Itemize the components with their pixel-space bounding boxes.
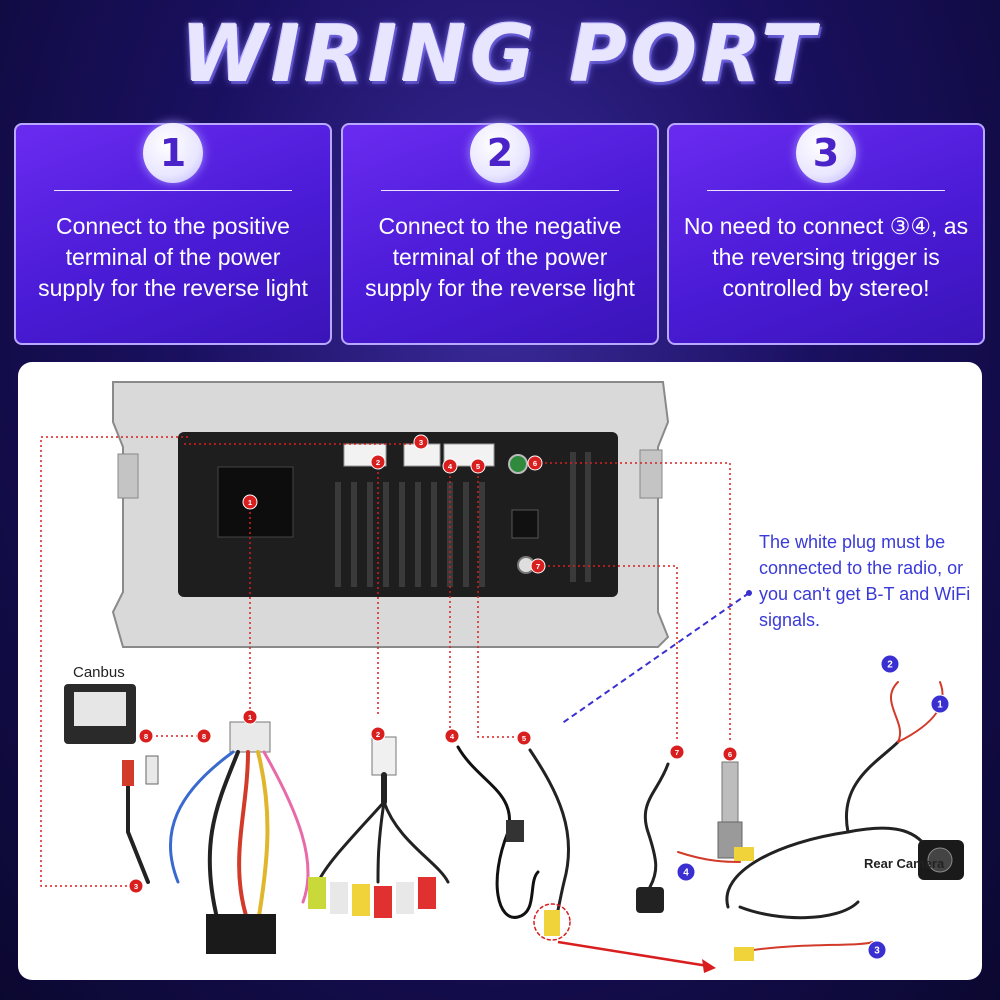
head-unit-chassis [111, 381, 670, 648]
red-marker-8 [196, 728, 212, 744]
red-marker-7 [669, 744, 685, 760]
step-text: Connect to the positive terminal of the … [38, 213, 308, 301]
canbus-label: Canbus [73, 664, 125, 681]
red-marker-2 [370, 726, 386, 742]
red-marker-3-label: 3 [419, 438, 423, 447]
step-text: Connect to the negative terminal of the … [365, 213, 635, 301]
note-pointer-dot [746, 590, 752, 596]
red-marker-5 [470, 458, 486, 474]
wiring-diagram: 1 1 2 2 3 3 4 4 5 5 6 6 7 7 8 8 1 2 3 4 [40, 381, 964, 973]
red-marker-1-label: 1 [248, 713, 253, 722]
divider [707, 190, 945, 191]
blue-marker-group: 1 2 3 4 [676, 654, 950, 960]
red-marker-2-label: 2 [376, 730, 380, 739]
blue-marker-2-label: 2 [887, 660, 893, 671]
blue-marker-3 [867, 940, 887, 960]
red-marker-7 [530, 558, 546, 574]
radio-antenna-adapter [717, 761, 743, 859]
red-marker-6-label: 6 [728, 750, 732, 759]
main-power-harness [122, 721, 310, 954]
red-marker-7-label: 7 [675, 748, 679, 757]
arrow-head [702, 959, 716, 973]
wiring-diagram-panel: 1 1 2 2 3 3 4 4 5 5 6 6 7 7 8 8 1 2 3 4 The white plug mus… [18, 362, 982, 980]
step-card-1: 1 Connect to the positive terminal of th… [14, 123, 332, 345]
blue-marker-3-label: 3 [874, 946, 880, 957]
red-marker-4-label: 4 [448, 462, 453, 471]
blue-marker-4-label: 4 [683, 868, 689, 879]
red-marker-5 [516, 730, 532, 746]
blue-marker-2 [880, 654, 900, 674]
blue-marker-4 [676, 862, 696, 882]
red-marker-6-label: 6 [533, 459, 537, 468]
canbus-box [64, 684, 136, 744]
reverse-camera-input-cable [528, 748, 571, 941]
usb-cable [456, 745, 540, 919]
red-marker-7-label: 7 [536, 562, 540, 571]
red-marker-8-label: 8 [144, 732, 149, 741]
blue-marker-1 [930, 694, 950, 714]
leader-lines [40, 436, 731, 887]
divider [381, 190, 619, 191]
red-marker-6 [722, 746, 738, 762]
rca-harness [308, 736, 450, 918]
step-card-3: 3 No need to connect ③④, as the reversin… [667, 123, 985, 345]
red-marker-4 [442, 458, 458, 474]
step-text: No need to connect ③④, as the reversing … [683, 213, 969, 301]
red-marker-2-label: 2 [376, 458, 380, 467]
red-marker-5-label: 5 [476, 462, 481, 471]
rear-camera-label: Rear Camera [864, 856, 945, 871]
red-marker-3 [128, 878, 144, 894]
red-marker-3-label: 3 [134, 882, 138, 891]
connection-arrow [557, 940, 709, 968]
step-number-badge: 1 [143, 123, 203, 183]
page-title: WIRING PORT [181, 10, 819, 100]
red-marker-2 [370, 454, 386, 470]
red-marker-group: 1 1 2 2 3 3 4 4 5 5 6 6 7 7 8 8 [128, 434, 738, 894]
step-number-badge: 3 [796, 123, 856, 183]
red-marker-5-label: 5 [522, 734, 527, 743]
red-marker-6 [527, 455, 543, 471]
red-marker-8-label: 8 [202, 732, 207, 741]
red-marker-1-label: 1 [248, 498, 253, 507]
red-marker-1 [242, 494, 258, 510]
red-marker-1 [242, 709, 258, 725]
step-number-badge: 2 [470, 123, 530, 183]
red-marker-4 [444, 728, 460, 744]
white-plug-note: The white plug must be connected to the … [759, 532, 971, 630]
blue-marker-1-label: 1 [937, 700, 943, 711]
red-marker-3 [413, 434, 429, 450]
step-card-2: 2 Connect to the negative terminal of th… [341, 123, 659, 345]
red-marker-8 [138, 728, 154, 744]
red-marker-4-label: 4 [450, 732, 455, 741]
note-pointer-line [560, 592, 750, 725]
gps-antenna [636, 762, 670, 913]
divider [54, 190, 292, 191]
